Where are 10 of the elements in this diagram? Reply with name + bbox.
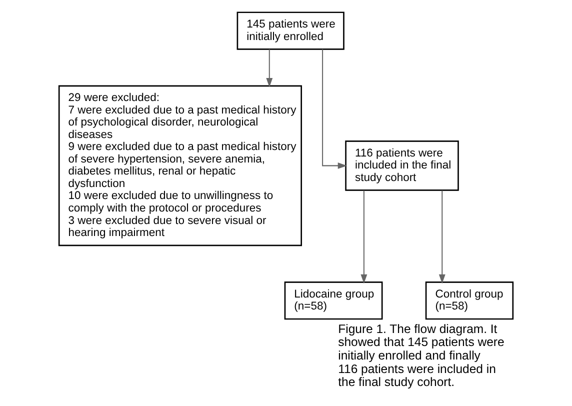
caption: Figure 1. The flow diagram. It showed that 145 patients were initially enrolled and finally 116 patients were included in the final study cohort. <box>338 322 504 390</box>
node-box: 116 patients were included in the final study cohort <box>345 140 459 191</box>
node-box: Control group (n=58) <box>425 282 514 320</box>
arrow <box>360 190 368 284</box>
arrow <box>438 190 446 284</box>
arrow <box>322 49 348 169</box>
node-box: 29 were excluded: 7 were excluded due to a past medical history of psychological disorder, neurological diseases 9 were excluded due to a past medical history of severe hypertension, severe anemia, diabetes mellitus, renal or hepatic dysfunction 10 were excluded due to unwillingness to comply with the protocol or procedures 3 were excluded due to severe visual or hearing impairment <box>58 85 302 246</box>
node-box: Lidocaine group (n=58) <box>284 282 383 320</box>
node-box: 145 patients were initially enrolled <box>236 12 344 50</box>
arrow <box>266 49 273 88</box>
